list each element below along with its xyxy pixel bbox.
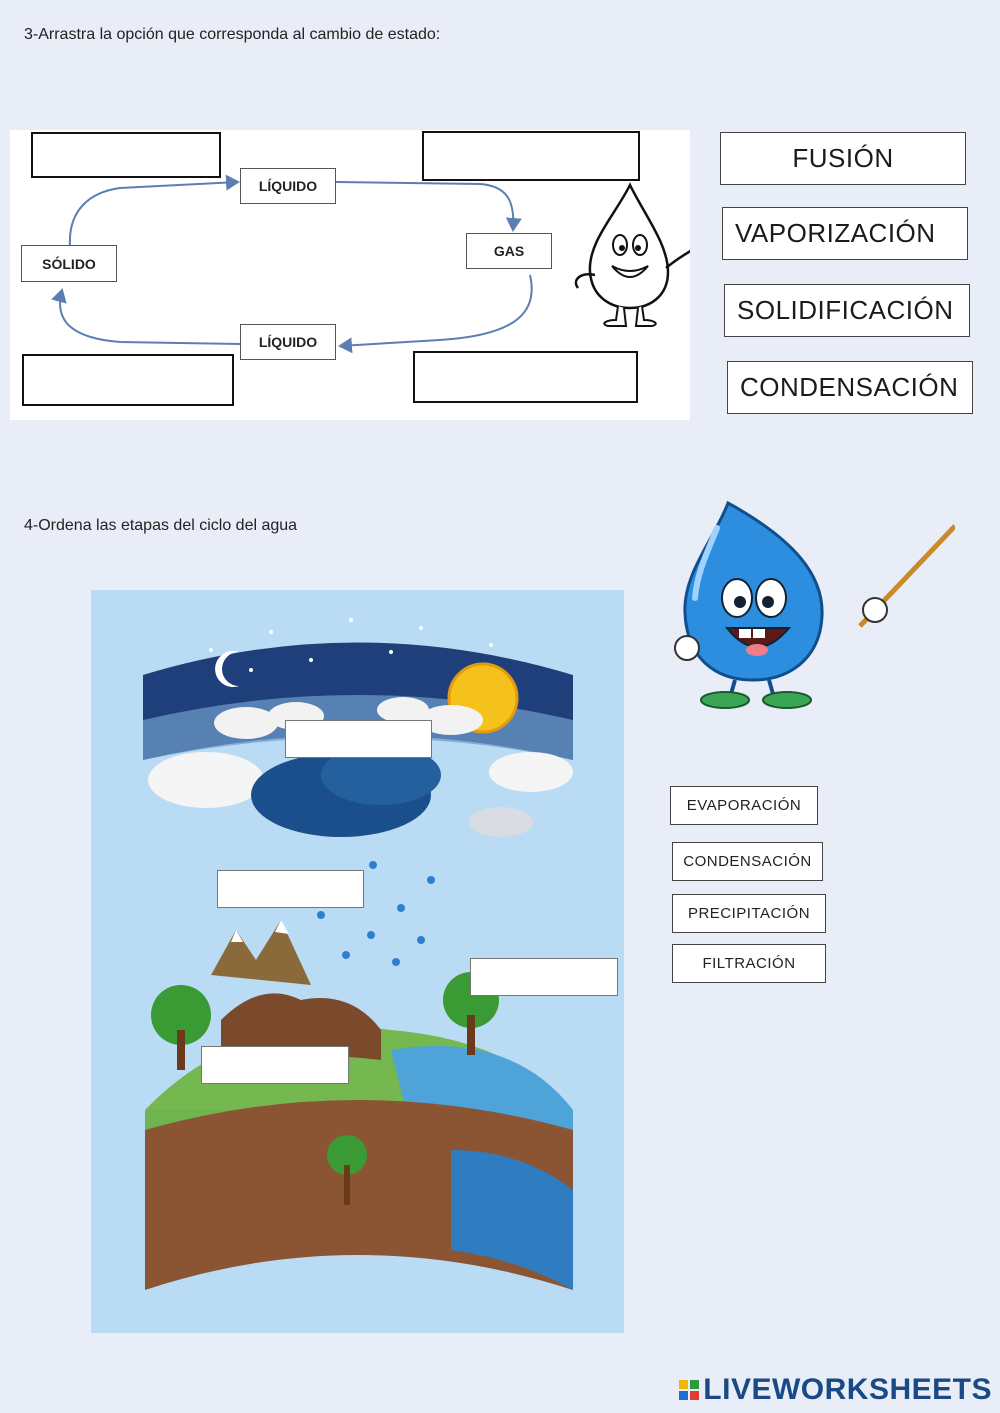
drop-box-top-right[interactable]	[422, 131, 640, 181]
drop-box-bottom-right[interactable]	[413, 351, 638, 403]
cycle-arrows	[51, 174, 533, 354]
option-evaporation[interactable]: EVAPORACIÓN	[670, 786, 818, 825]
exercise4-instruction: 4-Ordena las etapas del ciclo del agua	[24, 517, 298, 534]
mark-square-1	[679, 1380, 689, 1389]
label-slot-filtration-area[interactable]	[201, 1046, 349, 1084]
option-vaporization[interactable]: VAPORIZACIÓN	[722, 207, 968, 260]
option-solidification[interactable]: SOLIDIFICACIÓN	[724, 284, 970, 337]
liveworksheets-text: LIVEWORKSHEETS	[703, 1373, 992, 1406]
option-fusion[interactable]: FUSIÓN	[720, 132, 966, 185]
state-gas: GAS	[466, 233, 552, 269]
mark-square-3	[679, 1391, 689, 1400]
label-slot-precipitation-area[interactable]	[217, 870, 364, 908]
drop-box-bottom-left[interactable]	[22, 354, 234, 406]
liveworksheets-mark-icon	[679, 1380, 700, 1400]
option-condensation-small[interactable]: CONDENSACIÓN	[672, 842, 823, 881]
label-slot-evaporation-area[interactable]	[470, 958, 618, 996]
state-change-diagram: LÍQUIDO GAS SÓLIDO LÍQUIDO	[10, 130, 690, 420]
option-condensation[interactable]: CONDENSACIÓN	[727, 361, 973, 414]
state-liquid-bottom: LÍQUIDO	[240, 324, 336, 360]
state-solid: SÓLIDO	[21, 245, 117, 282]
state-liquid-top: LÍQUIDO	[240, 168, 336, 204]
exercise3-instruction: 3-Arrastra la opción que corresponda al …	[24, 26, 441, 43]
option-filtration[interactable]: FILTRACIÓN	[672, 944, 826, 983]
liveworksheets-logo[interactable]: LIVEWORKSHEETS	[679, 1373, 992, 1407]
mark-square-2	[690, 1380, 700, 1389]
water-drop-teacher-character	[674, 500, 955, 709]
mark-square-4	[690, 1391, 700, 1400]
water-cycle-illustration	[91, 590, 624, 1333]
option-precipitation[interactable]: PRECIPITACIÓN	[672, 894, 826, 933]
label-slot-condensation-area[interactable]	[285, 720, 432, 758]
water-drop-character-outline	[574, 182, 690, 327]
drop-box-top-left[interactable]	[31, 132, 221, 178]
